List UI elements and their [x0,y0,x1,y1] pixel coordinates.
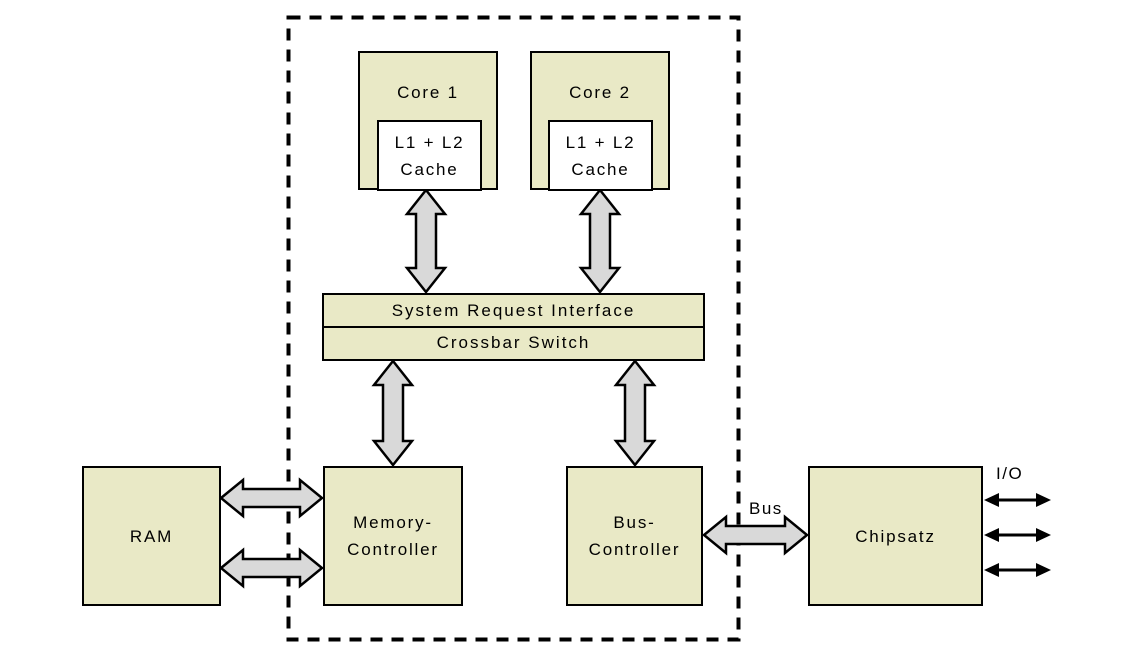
bus-label: Bus [749,499,783,518]
io-label: I/O [996,464,1024,483]
bus-controller-line2: Controller [588,540,681,559]
arrow-crossbar-bus-controller [613,358,657,468]
arrow-ram-memory-controller-upper [219,477,324,519]
core2-cache-line2: Cache [571,159,630,179]
ram-box: RAM [82,466,221,606]
bus-controller-line1: Bus- [613,513,656,532]
io-arrow-3 [984,563,1051,577]
crossbar-switch-bar: Crossbar Switch [324,326,703,357]
sri-crossbar-stack: System Request Interface Crossbar Switch [322,293,705,361]
chipset-box: Chipsatz [808,466,983,606]
system-request-interface-bar: System Request Interface [391,300,636,320]
arrow-ram-memory-controller-lower [219,547,324,589]
io-arrow-1 [984,493,1051,507]
core1-cache-line1: L1 + L2 [394,132,465,152]
arrow-core2-sri [578,187,622,295]
core2-label: Core 2 [569,83,631,102]
core2-cache-box: L1 + L2 Cache [548,120,653,191]
arrow-core1-sri [404,187,448,295]
core2-cache-line1: L1 + L2 [565,132,636,152]
memory-controller-line2: Controller [347,540,439,559]
arrow-crossbar-memory-controller [371,358,415,468]
cpu-die-boundary [286,15,741,642]
bus-controller-box: Bus- Controller [566,466,703,606]
io-arrow-2 [984,528,1051,542]
chipset-label: Chipsatz [855,526,936,546]
core1-cache-line2: Cache [400,159,459,179]
ram-label: RAM [129,526,174,546]
arrow-bus [702,514,809,556]
core1-cache-box: L1 + L2 Cache [377,120,482,191]
core1-label: Core 1 [397,83,459,102]
memory-controller-box: Memory- Controller [323,466,463,606]
memory-controller-line1: Memory- [353,513,433,532]
